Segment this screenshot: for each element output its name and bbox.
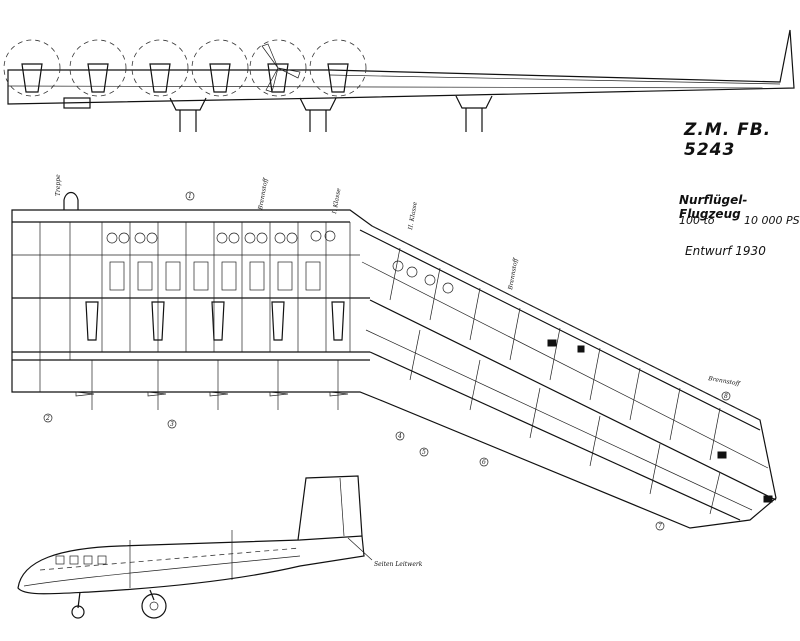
engine-nacelles <box>21 63 349 93</box>
callout-6: 6 <box>482 459 486 466</box>
propeller-discs <box>3 39 367 97</box>
window-row <box>109 261 321 291</box>
callout-4: 4 <box>397 433 402 440</box>
landing-gear-side <box>71 589 167 619</box>
design-year: Entwurf 1930 <box>685 244 766 258</box>
label-fuel-2: Brennstoff <box>507 256 520 291</box>
callout-7: 7 <box>658 523 662 530</box>
aircraft-title: Nurflügel-Flugzeug <box>679 193 748 221</box>
label-class-two: II. Klasse <box>407 201 419 231</box>
passenger-seats <box>106 230 454 294</box>
propeller-blade <box>261 43 301 93</box>
label-fuel-1: Brennstoff <box>257 176 270 211</box>
label-class-one: I. Klasse <box>331 187 343 215</box>
engines-plan <box>85 301 345 341</box>
aircraft-power: 10 000 PS <box>744 214 800 227</box>
label-fuel-3: Brennstoff <box>707 375 742 388</box>
cabin-partitions <box>39 222 351 392</box>
callout-3: 3 <box>170 421 174 428</box>
aircraft-weight: 100 to <box>679 214 715 227</box>
callout-2: 2 <box>45 415 50 422</box>
label-rudder: Seiten Leitwerk <box>374 561 423 568</box>
callout-5: 5 <box>422 449 426 456</box>
wing-ribs <box>389 247 721 515</box>
drawing-reference: Z.M. FB. 5243 <box>684 120 772 160</box>
callout-markers: 1 2 3 4 5 6 7 8 <box>43 191 731 531</box>
plan-view <box>11 191 777 529</box>
landing-gear-front <box>63 95 493 132</box>
propellers-plan <box>75 360 349 410</box>
side-view: Seiten Leitwerk <box>17 475 423 619</box>
callout-1: 1 <box>188 193 192 200</box>
front-view <box>3 29 795 132</box>
label-stairs: Treppe <box>55 174 62 196</box>
side-windows <box>55 555 107 565</box>
callout-8: 8 <box>724 393 728 400</box>
